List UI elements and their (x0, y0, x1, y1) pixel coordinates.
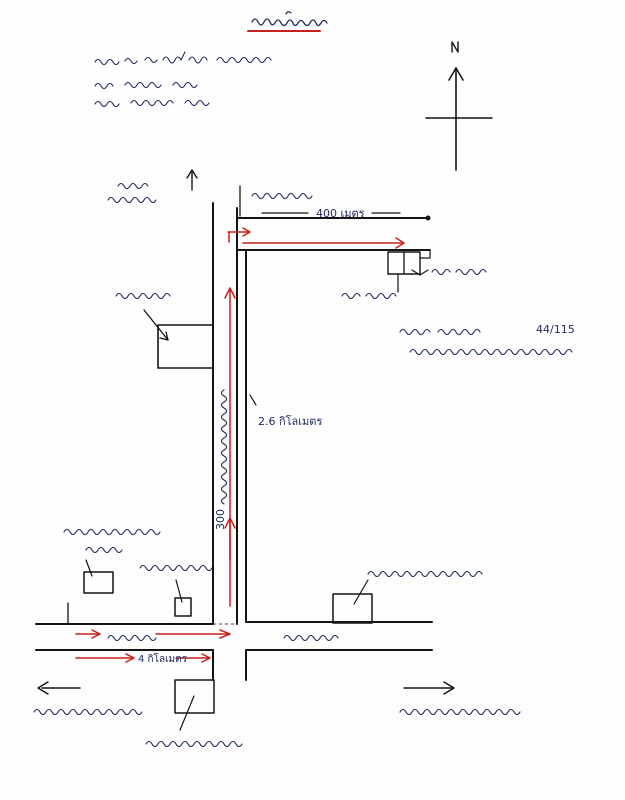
office-landmark-middle (139, 564, 213, 617)
cross-road-name-left (107, 634, 157, 642)
side-road (236, 207, 431, 623)
village-label (251, 192, 313, 200)
cross-road-name-right (283, 634, 339, 642)
house-address-note: 44/115 (399, 323, 575, 356)
plot-deed-label-right (431, 268, 487, 276)
hospital-landmark (332, 570, 483, 624)
distance-300-label: 300 (214, 509, 227, 530)
house-number-label: 44/115 (536, 323, 575, 336)
main-road (212, 202, 247, 625)
direction-east (399, 681, 521, 716)
direction-note-north (107, 169, 198, 204)
route-arrow-main-north (224, 287, 236, 607)
title-handwriting (251, 11, 328, 27)
office-landmark-left (63, 528, 161, 594)
distance-4-label: 4 กิโลเมตร (138, 652, 188, 665)
road-end-dot (425, 215, 431, 221)
route-arrow-cross (75, 629, 231, 663)
land-plots (387, 249, 431, 293)
plot-deed-label-left (341, 292, 397, 300)
header-notes (94, 51, 272, 108)
temple-landmark (115, 292, 214, 369)
distance-400-label: 400 เมตร (316, 207, 365, 220)
cross-road (35, 602, 433, 681)
main-road-name (220, 389, 228, 505)
route-arrow-side (227, 227, 405, 249)
direction-west (33, 681, 143, 716)
distance-2-pointer (249, 394, 257, 406)
north-arrow-icon (425, 41, 493, 171)
school-landmark (145, 679, 243, 748)
distance-2-label: 2.6 กิโลเมตร (258, 414, 322, 428)
